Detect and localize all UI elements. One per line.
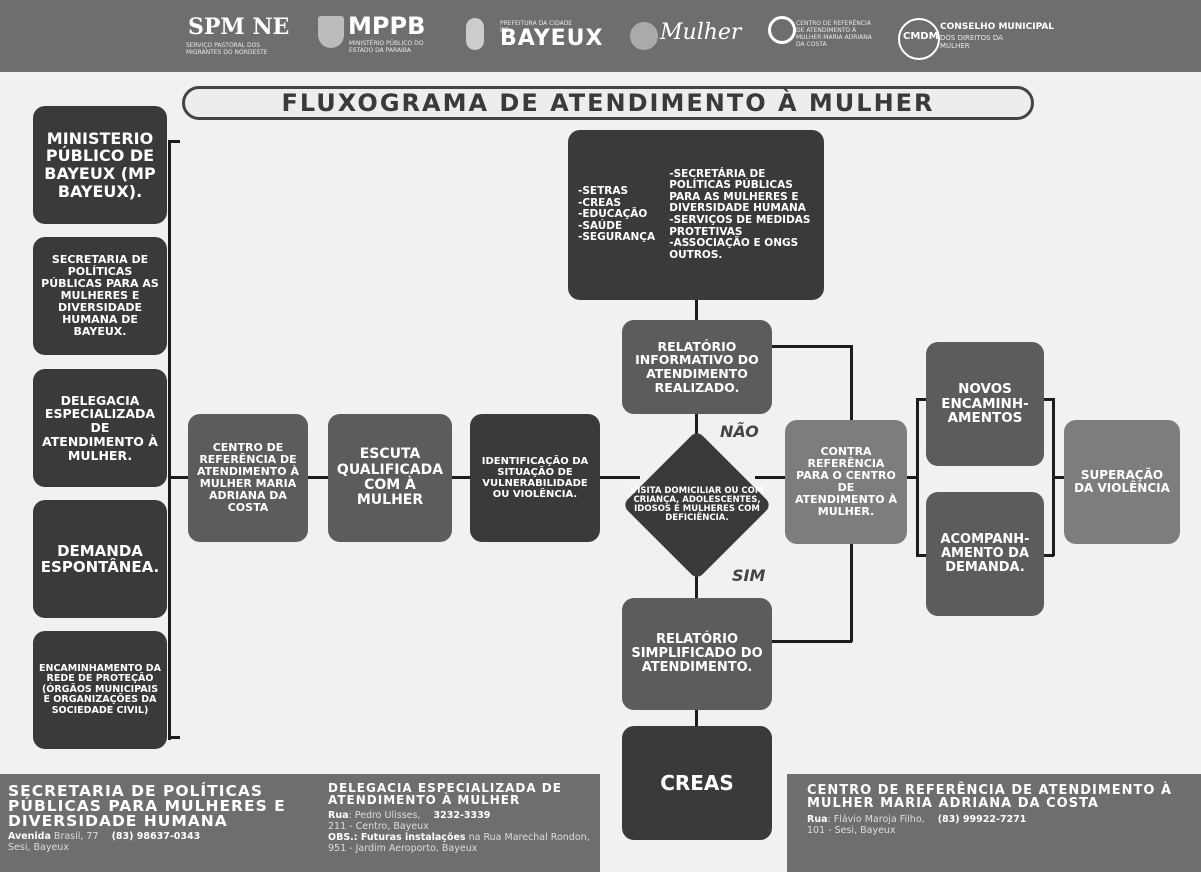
box-secretaria: SECRETARIA DE POLÍTICAS PÚBLICAS PARA AS… — [33, 237, 167, 355]
box-ministerio-publico: MINISTERIO PÚBLICO DE BAYEUX (MP BAYEUX)… — [33, 106, 167, 224]
box-centro-referencia: CENTRO DE REFERÊNCIA DE ATENDIMENTO À MU… — [188, 414, 308, 542]
footer-delegacia-obs: OBS.: Futuras instalações na Rua Marecha… — [328, 832, 590, 854]
cmdm-title: CONSELHO MUNICIPAL — [940, 22, 1055, 32]
spm-ne-sub: SERVIÇO PASTORAL DOS MIGRANTES DO NORDES… — [186, 42, 268, 56]
footer-delegacia-title: DELEGACIA ESPECIALIZADA DE ATENDIMENTO À… — [328, 781, 562, 807]
left-to-centro-line — [168, 476, 188, 479]
nao-label: NÃO — [720, 422, 759, 441]
left-tick-5 — [168, 736, 180, 739]
phone: 3232-3339 — [433, 810, 491, 821]
sim-label: SIM — [732, 566, 766, 585]
simplificado-right-line — [772, 640, 852, 643]
rede-item: -SEGURANÇA — [578, 231, 656, 244]
rede-item: OUTROS. — [669, 248, 723, 261]
diamond-text: VISITA DOMICILIAR OU COM CRIANÇA, ADOLES… — [630, 486, 764, 523]
addr-value: : Pedro Ulisses, — [348, 810, 421, 821]
ident-to-diamond-line — [600, 476, 640, 479]
simplificado-to-creas-line — [695, 710, 698, 728]
female-symbol-icon — [768, 16, 796, 44]
page-title: FLUXOGRAMA DE ATENDIMENTO À MULHER — [281, 89, 935, 117]
footer-centro: CENTRO DE REFERÊNCIA DE ATENDIMENTO À MU… — [807, 784, 1187, 836]
mppb-logo: MPPB — [348, 12, 426, 40]
phone: (83) 99922-7271 — [937, 814, 1027, 825]
footer-delegacia-addr2: 211 - Centro, Bayeux — [328, 821, 429, 832]
footer-secretaria-addr: Avenida Brasil, 77 (83) 98637-0343 — [8, 831, 308, 842]
box-identificacao: IDENTIFICAÇÃO DA SITUAÇÃO DE VULNERABILI… — [470, 414, 600, 542]
obs-value: na Rua Marechal Rondon, 951 - Jardim Aer… — [328, 832, 590, 854]
left-tick-1 — [168, 140, 180, 143]
phone: (83) 98637-0343 — [111, 831, 201, 842]
addr-label: Rua — [807, 814, 828, 825]
addr-value: : Flávio Maroja Filho, — [827, 814, 925, 825]
rede-item: -CREAS — [578, 196, 622, 209]
cmdm-circle-icon — [898, 18, 940, 60]
footer-right-panel: CENTRO DE REFERÊNCIA DE ATENDIMENTO À MU… — [787, 774, 1201, 872]
footer-delegacia-addr: Rua: Pedro Ulisses, 3232-3339 — [328, 810, 590, 821]
box-superacao: SUPERAÇÃO DA VIOLÊNCIA — [1064, 420, 1180, 544]
footer-centro-addr: Rua: Flávio Maroja Filho, (83) 99922-727… — [807, 814, 1187, 825]
bayeux-logo: BAYEUX — [500, 26, 604, 51]
rede-right-list: -SECRETÁRIA DE POLÍTICAS PÚBLICAS PARA A… — [669, 167, 814, 261]
footer-secretaria-addr2: Sesi, Bayeux — [8, 842, 69, 853]
rede-item: -SAÚDE — [578, 219, 623, 232]
bayeux-sub: PREFEITURA DA CIDADE DE — [500, 20, 573, 34]
mppb-sub: MINISTÉRIO PÚBLICO DO ESTADO DA PARAÍBA — [349, 40, 424, 54]
contra-to-bracket-line — [906, 476, 918, 479]
addr-label: Rua — [328, 810, 349, 821]
bracket-to-superacao-line — [1052, 476, 1064, 479]
footer-secretaria: SECRETARIA DE POLÍTICAS PÚBLICAS PARA MU… — [8, 782, 308, 853]
relatorio-down-line — [850, 345, 853, 421]
right-bracket-line — [916, 398, 919, 556]
footer-centro-title: CENTRO DE REFERÊNCIA DE ATENDIMENTO À MU… — [807, 783, 1173, 811]
contra-down-line — [850, 542, 853, 642]
centro-sub: CENTRO DE REFERÊNCIA DE ATENDIMENTO À MU… — [796, 20, 872, 48]
footer-secretaria-title: SECRETARIA DE POLÍTICAS PÚBLICAS PARA MU… — [8, 782, 286, 830]
title-pill: FLUXOGRAMA DE ATENDIMENTO À MULHER — [182, 86, 1034, 120]
footer-left-panel: SECRETARIA DE POLÍTICAS PÚBLICAS PARA MU… — [0, 774, 600, 872]
bracket2-bottom-tick — [1044, 554, 1054, 557]
rede-to-relatorio-line — [695, 300, 698, 322]
box-creas: CREAS — [622, 726, 772, 840]
mppb-emblem-icon — [318, 16, 344, 48]
rede-item: -SETRAS — [578, 185, 629, 198]
addr-label: Avenida — [8, 831, 51, 842]
bracket2-top-tick — [1044, 398, 1054, 401]
addr-value: Brasil, 77 — [53, 831, 99, 842]
diamond-to-contra-line — [755, 476, 785, 479]
box-escuta-qualificada: ESCUTA QUALIFICADA COM À MULHER — [328, 414, 452, 542]
box-encaminhamento: ENCAMINHAMENTO DA REDE DE PROTEÇÃO (ÓRGÃ… — [33, 631, 167, 749]
bracket-top-tick — [916, 398, 926, 401]
footer-delegacia: DELEGACIA ESPECIALIZADA DE ATENDIMENTO À… — [328, 782, 590, 854]
diamond-to-simplificado-line — [695, 572, 698, 600]
globe-icon — [630, 22, 658, 50]
box-demanda-espontanea: DEMANDA ESPONTÂNEA. — [33, 500, 167, 618]
box-relatorio-simplificado: RELATÓRIO SIMPLIFICADO DO ATENDIMENTO. — [622, 598, 772, 710]
escuta-to-ident-line — [452, 476, 470, 479]
mulher-logo: Mulher — [660, 20, 742, 45]
centro-to-escuta-line — [308, 476, 328, 479]
cmdm-logo: CMDM — [903, 31, 939, 42]
box-acompanhamento: ACOMPANH-AMENTO DA DEMANDA. — [926, 492, 1044, 616]
box-relatorio-informativo: RELATÓRIO INFORMATIVO DO ATENDIMENTO REA… — [622, 320, 772, 414]
box-novos-encaminhamentos: NOVOS ENCAMINH-AMENTOS — [926, 342, 1044, 466]
box-contra-referencia: CONTRA REFERÊNCIA PARA O CENTRO DE ATEND… — [785, 420, 907, 544]
relatorio-to-diamond-line — [695, 412, 698, 438]
footer-centro-addr2: 101 - Sesi, Bayeux — [807, 825, 896, 836]
decision-diamond: VISITA DOMICILIAR OU COM CRIANÇA, ADOLES… — [622, 430, 772, 580]
relatorio-right-line — [772, 345, 852, 348]
rede-left-list: -SETRAS -CREAS -EDUCAÇÃO -SAÚDE -SEGURAN… — [578, 186, 669, 244]
rede-item: -ASSOCIAÇÃO E ONGS — [669, 237, 799, 250]
cmdm-sub: DOS DIREITOS DA MULHER — [940, 34, 1003, 50]
rede-item: -SECRETÁRIA DE POLÍTICAS PÚBLICAS PARA A… — [669, 167, 806, 215]
bracket-bottom-tick — [916, 554, 926, 557]
box-delegacia: DELEGACIA ESPECIALIZADA DE ATENDIMENTO À… — [33, 369, 167, 487]
rede-item: -EDUCAÇÃO — [578, 208, 648, 221]
bayeux-emblem-icon — [466, 18, 484, 50]
box-rede: -SETRAS -CREAS -EDUCAÇÃO -SAÚDE -SEGURAN… — [568, 130, 824, 300]
header-bar: SPM NE SERVIÇO PASTORAL DOS MIGRANTES DO… — [0, 0, 1201, 72]
left-vertical-line — [168, 140, 171, 740]
obs-label: OBS.: Futuras instalações — [328, 832, 466, 843]
spm-ne-logo: SPM NE — [188, 14, 290, 40]
rede-item: -SERVIÇOS DE MEDIDAS PROTETIVAS — [669, 214, 811, 238]
